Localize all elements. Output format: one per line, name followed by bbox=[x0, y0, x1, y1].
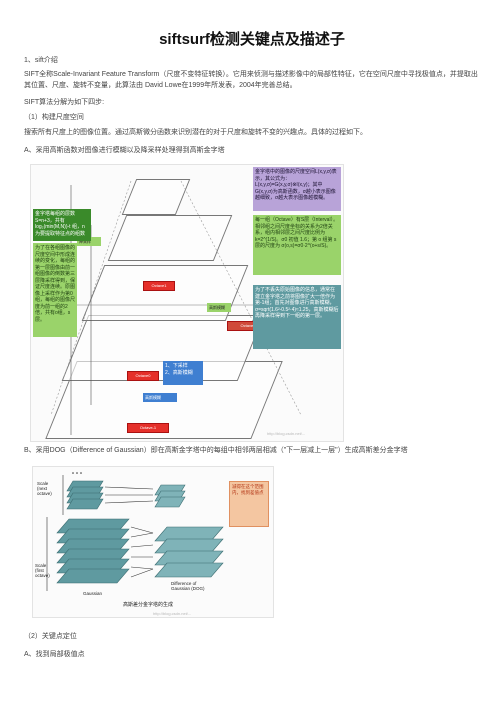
step1-description: 搜索所有尺度上的图像位置。通过高斯微分函数来识别潜在的对于尺度和旋转不变的兴趣点… bbox=[24, 129, 367, 136]
item-a-text: A、采用高斯函数对图像进行模糊以及降采样处理得到高斯金字塔 bbox=[24, 147, 225, 154]
scale-next-octave-label: Scale (next octave) bbox=[37, 481, 52, 496]
dog-diagram bbox=[46, 472, 224, 591]
gaussian-label: Gaussian bbox=[83, 591, 103, 596]
figure1-watermark: http://blog.csdn.net/... bbox=[267, 431, 306, 436]
downsample-label: 降采样 bbox=[77, 237, 101, 246]
step2-heading: （2）关键点定位 bbox=[24, 633, 77, 640]
octave-label-minus1: Octave-1 bbox=[127, 423, 169, 433]
steps-intro: SIFT算法分解为如下四步: bbox=[24, 99, 105, 106]
page-title: siftsurf检测关键点及描述子 bbox=[159, 31, 345, 48]
dog-figure-caption: 高斯差分金字塔的生成 bbox=[123, 602, 174, 608]
pyramid-layers-box: 金字塔每组的层数S=n+3，共有log₂(min(M,N))-t 组，n为要提取… bbox=[33, 209, 91, 241]
intro-paragraph: SIFT全称Scale-Invariant Feature Transform（… bbox=[24, 71, 478, 89]
scale-space-formula-box: 金字塔中的图像的尺度空间L(x,y,σ)表示，其公式为：L(x,y,σ)=G(x… bbox=[253, 167, 341, 211]
upsample-note-box: 为了不丢失原始图像的信息，通常在建立金字塔之前将图像扩大一倍作为第-1组；首先对… bbox=[253, 285, 341, 349]
item-b-text: B、采用DOG（Difference of Gaussian）即在高斯金字塔中的… bbox=[24, 447, 408, 454]
item-a2-text: A、找到局部极值点 bbox=[24, 651, 85, 658]
octave-continuity-box: 为了在各组图像的尺度空间中形成连续的变化，每组的第一层图像由前一组图像的倒数第三… bbox=[33, 243, 77, 337]
section-heading-sift: 1、sift介绍 bbox=[24, 57, 58, 64]
step1-heading: （1）构建尺度空间 bbox=[24, 114, 84, 121]
octave-label-0: Octave0 bbox=[127, 371, 159, 381]
octave-label-1: Octave1 bbox=[143, 281, 175, 291]
gaussian-blur-label: 高斯模糊 bbox=[143, 393, 177, 402]
downsample-blur-box: 1、下采样 2、高斯模糊 bbox=[163, 361, 203, 385]
dog-label: Difference of Gaussian (DOG) bbox=[171, 581, 205, 591]
gaussian-blur-label-2: 高斯模糊 bbox=[207, 303, 231, 312]
dog-pyramid-figure: Scale (next octave) Scale (first octave)… bbox=[32, 466, 274, 618]
octave-interval-box: 每一组（Octave）有S层（Interval）。相邻组之间尺度坐标的关系为2倍… bbox=[253, 215, 341, 275]
gaussian-pyramid-figure: Octave-1 Octave0 Octave1 Octave2 高斯模糊 降采… bbox=[30, 164, 344, 442]
extrema-range-note-box: 减得在这个范围内，找到差值点 bbox=[229, 481, 269, 527]
scale-first-octave-label: Scale (first octave) bbox=[35, 563, 50, 578]
figure2-watermark: http://blog.csdn.net/... bbox=[153, 611, 192, 616]
